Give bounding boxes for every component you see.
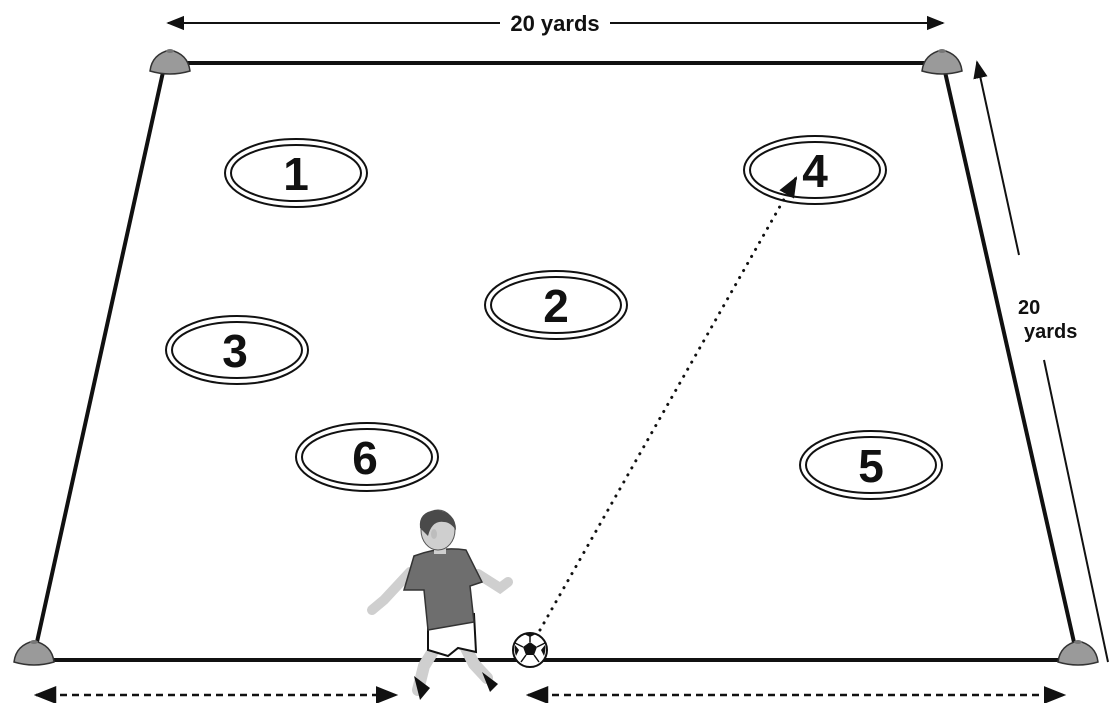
side-dimension-number: 20 (1018, 297, 1040, 319)
side-dimension-unit: yards (1024, 321, 1077, 343)
zone-6-number: 6 (352, 432, 378, 484)
zone-3-number: 3 (222, 325, 248, 377)
cone-bottom-left (13, 640, 55, 666)
cone-top-right (921, 49, 963, 75)
zone-4: 4 (743, 135, 887, 205)
side-dimension-arrow (973, 60, 1109, 663)
top-dimension-label: 20 yards (510, 11, 599, 36)
zone-4-number: 4 (802, 145, 828, 197)
zone-6: 6 (295, 422, 439, 492)
zone-1-number: 1 (283, 148, 309, 200)
zone-1: 1 (224, 138, 368, 208)
zone-2: 2 (484, 270, 628, 340)
zone-3: 3 (165, 315, 309, 385)
zone-2-number: 2 (543, 280, 569, 332)
soccer-ball-icon (512, 632, 548, 668)
cone-top-left (149, 49, 191, 75)
cone-bottom-right (1057, 640, 1099, 666)
zone-5: 5 (799, 430, 943, 500)
player-figure (367, 509, 513, 700)
zone-5-number: 5 (858, 440, 884, 492)
pass-path (538, 176, 798, 632)
